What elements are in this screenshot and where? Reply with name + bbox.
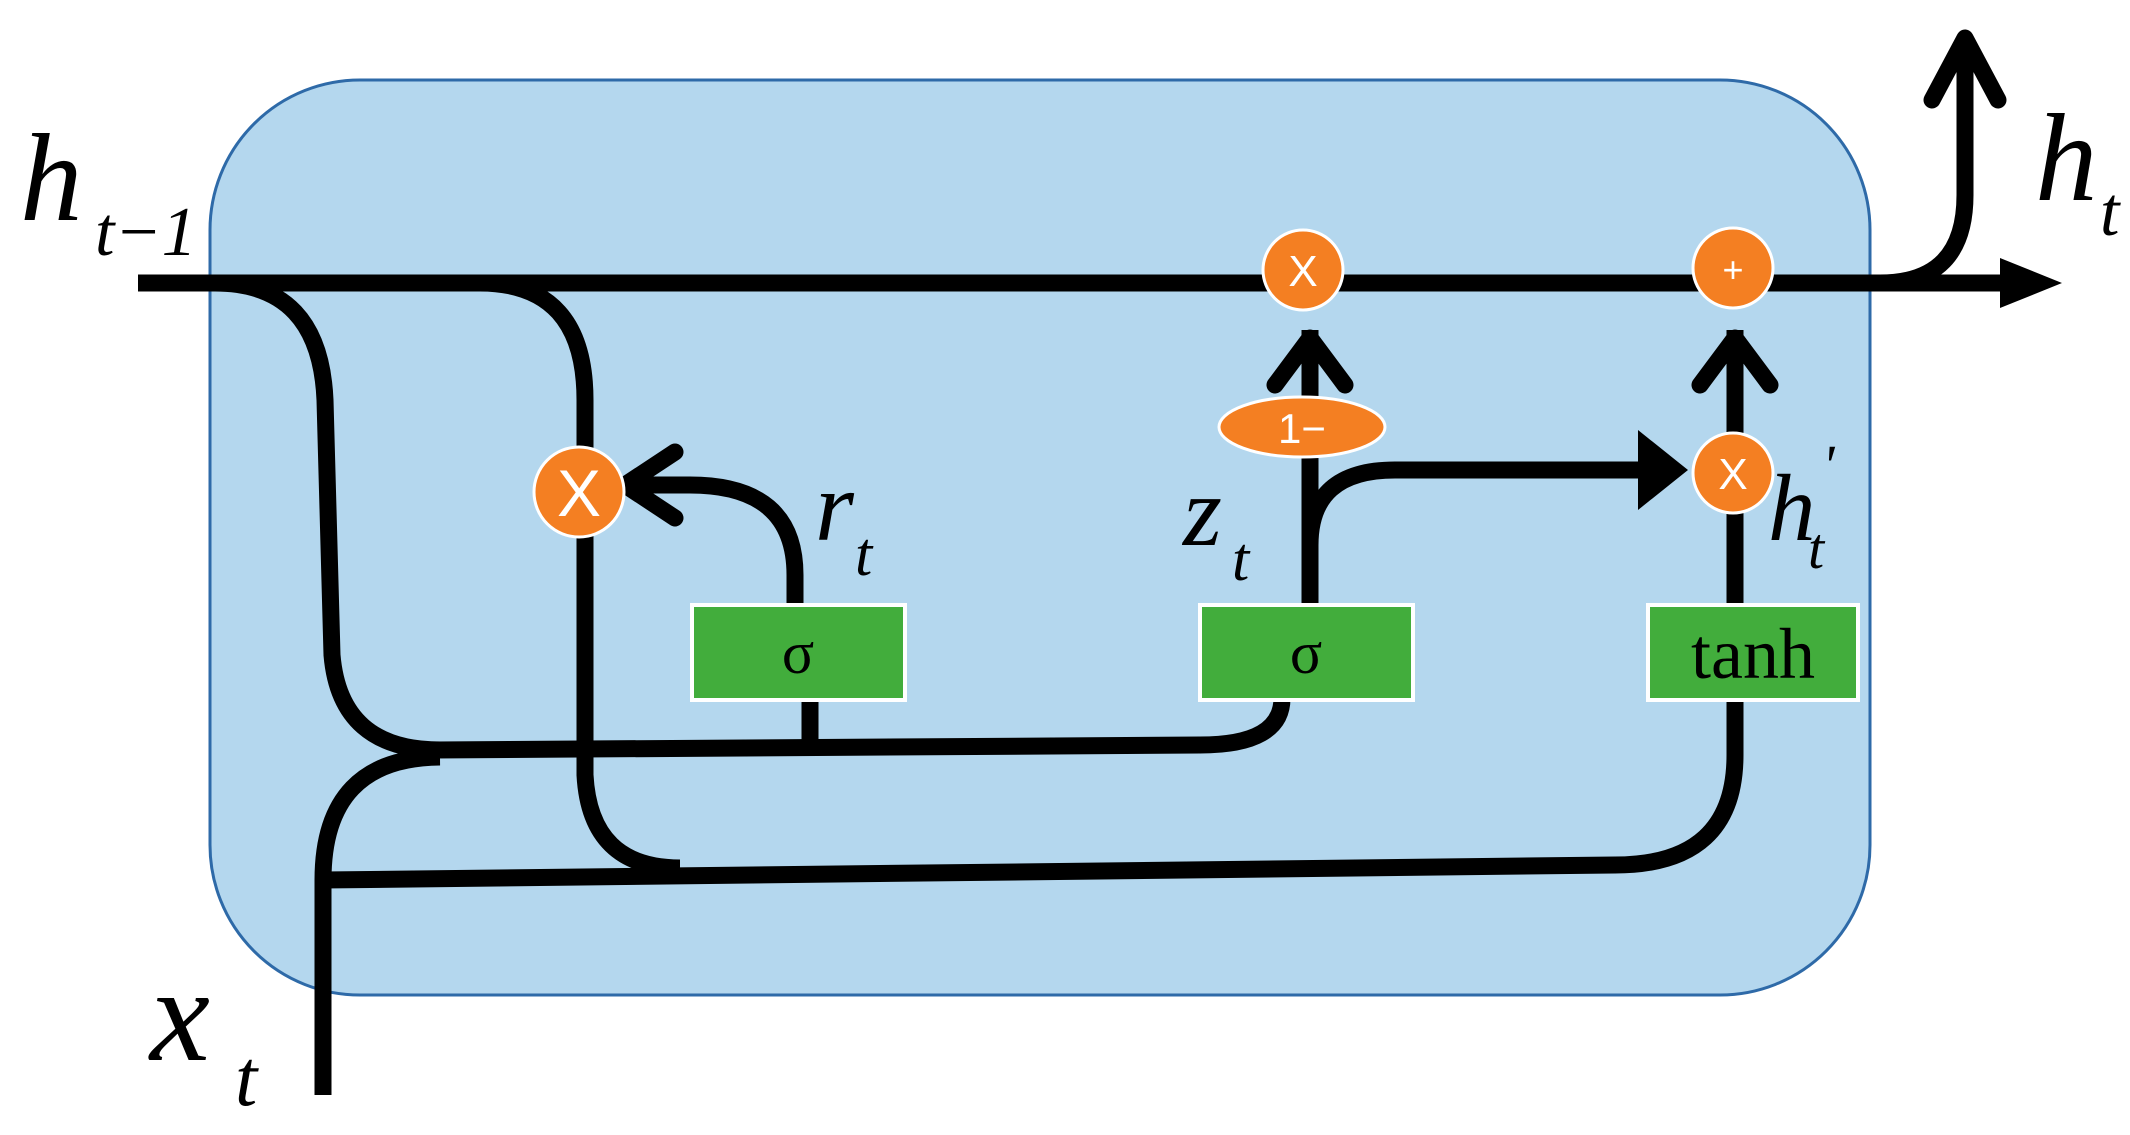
gru-cell-body — [208, 78, 1872, 997]
candidate-gate-label: tanh — [1691, 614, 1815, 694]
update-gate-box — [1198, 603, 1415, 702]
label-x-in: x t — [148, 941, 259, 1123]
candidate-multiply-circle — [1691, 431, 1775, 515]
label-reset: r t — [815, 451, 874, 589]
candidate-multiply-label: X — [1718, 450, 1747, 499]
candidate-multiply-operator: X — [1691, 431, 1775, 515]
one-minus-label: 1− — [1278, 405, 1326, 452]
label-update: z t — [1181, 456, 1251, 594]
reset-multiply-circle — [532, 445, 626, 539]
hprev-reset-wire — [479, 274, 594, 480]
one-minus-operator: 1− — [1217, 395, 1387, 459]
update-gate-label: σ — [1290, 620, 1322, 686]
output-up-wire — [1879, 55, 1974, 292]
update-subscript: t — [1232, 526, 1251, 594]
reset-subscript: t — [855, 521, 874, 589]
update-main: z — [1181, 456, 1222, 567]
update-up-arrowhead — [1266, 329, 1354, 394]
reset-gate-box — [690, 603, 907, 702]
h-out-main: h — [2035, 90, 2098, 228]
output-add-operator: + — [1691, 226, 1775, 310]
x-in-main: x — [148, 941, 210, 1090]
label-candidate: h t ' — [1768, 433, 1836, 581]
reset-gate: σ — [690, 603, 907, 702]
reset-gate-arrowhead — [616, 443, 684, 527]
h-out-subscript: t — [2100, 174, 2121, 251]
gate-input-bus — [434, 697, 1291, 759]
reset-multiply-operator: X — [532, 445, 626, 539]
label-h-prev: h t−1 — [20, 110, 197, 271]
candidate-input-bus — [322, 700, 1744, 889]
h-prev-main: h — [20, 110, 83, 248]
hprev-branch-wire — [214, 274, 441, 759]
reset-gate-output-wire — [630, 476, 804, 605]
output-up-arrowhead — [1923, 29, 2007, 109]
one-minus-ellipse — [1217, 395, 1387, 459]
reset-multiply-label: X — [557, 456, 601, 530]
arrowheads — [616, 29, 2062, 527]
output-add-label: + — [1722, 249, 1743, 290]
update-multiply-operator: X — [1261, 228, 1345, 312]
x-input-wire — [314, 748, 441, 1095]
candidate-subscript: t — [1808, 516, 1826, 581]
candidate-main: h — [1768, 455, 1816, 561]
reset-product-wire — [576, 530, 681, 877]
output-right-arrowhead — [2000, 258, 2062, 308]
wires — [138, 55, 2040, 1095]
candidate-prime: ' — [1822, 433, 1836, 498]
output-add-circle — [1691, 226, 1775, 310]
update-branch-wire — [1301, 461, 1660, 546]
candidate-up-arrowhead — [1691, 329, 1779, 394]
update-multiply-label: X — [1288, 247, 1317, 296]
update-multiply-circle — [1261, 228, 1345, 312]
update-gate: σ — [1198, 603, 1415, 702]
update-branch-arrowhead — [1638, 430, 1688, 510]
candidate-gate-box — [1646, 603, 1860, 702]
reset-gate-label: σ — [782, 620, 814, 686]
h-prev-subscript: t−1 — [95, 194, 197, 271]
label-h-out: h t — [2035, 90, 2121, 251]
reset-main: r — [815, 451, 855, 562]
x-in-subscript: t — [235, 1035, 259, 1123]
candidate-gate: tanh — [1646, 603, 1860, 702]
